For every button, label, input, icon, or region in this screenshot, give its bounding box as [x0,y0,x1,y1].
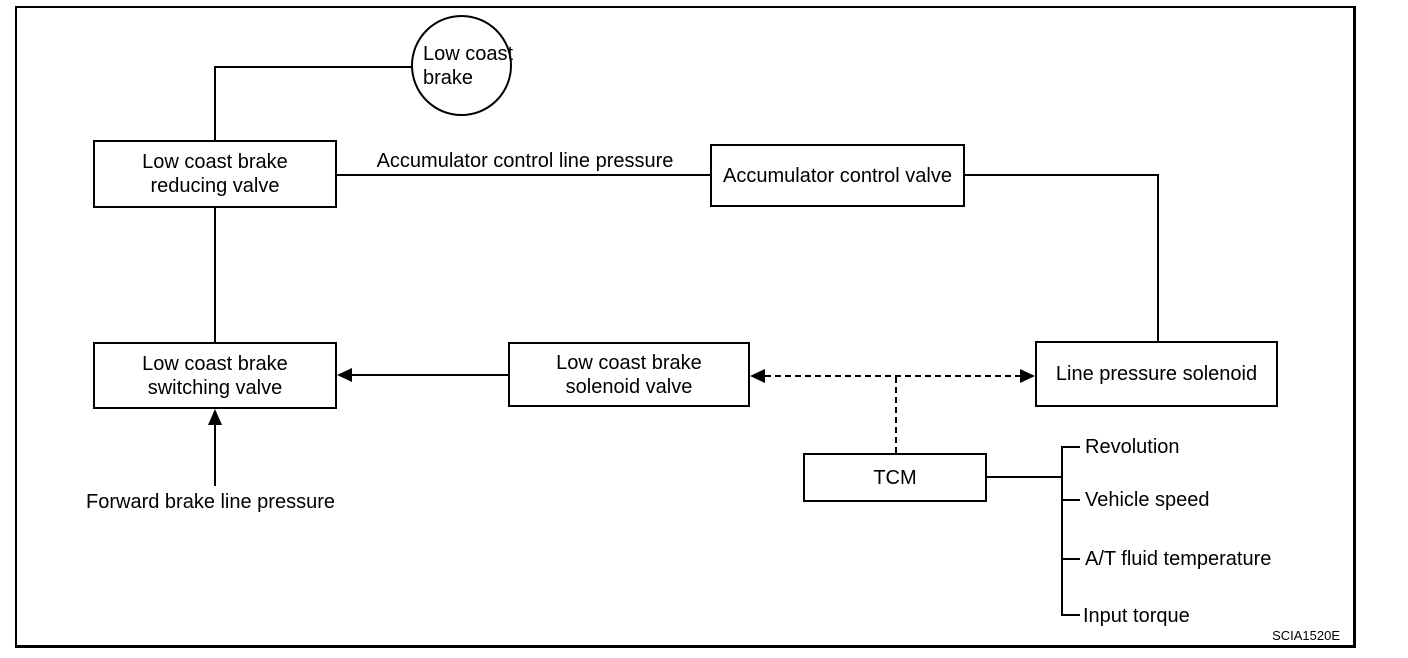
tcm-input-tick-vehicle-speed [1061,499,1080,501]
tcm-input-trunk [1061,446,1063,616]
arrowhead-left-into-switching-valve [337,368,352,382]
line-pressure-solenoid-label: Line pressure solenoid [1055,363,1258,385]
reducing-valve-box: Low coast brake reducing valve [93,140,337,208]
connector-accumulator-right [965,174,1159,176]
switching-valve-label-line2: switching valve [147,376,283,399]
line-pressure-solenoid-box: Line pressure solenoid [1035,341,1278,407]
tcm-input-tick-revolution [1061,446,1080,448]
tcm-input-tick-input-torque [1061,614,1080,616]
diagram-frame [15,6,1356,648]
connector-reducing-to-switching [214,208,216,342]
connector-reducing-to-accumulator [337,174,710,176]
solenoid-valve-box: Low coast brake solenoid valve [508,342,750,407]
low-coast-brake-node-line1: Low coast [423,42,514,65]
connector-solenoid-to-switching [350,374,508,376]
connector-circle-vertical [214,66,216,140]
accumulator-control-valve-box: Accumulator control valve [710,144,965,207]
figure-code: SCIA1520E [1272,628,1340,643]
reducing-valve-label-line1: Low coast brake [142,151,288,173]
low-coast-brake-node: Low coast brake [411,15,514,116]
tcm-input-label-fluid-temperature: A/T fluid temperature [1085,548,1272,570]
arrowhead-up-into-switching-valve [208,409,222,425]
connector-dashed-to-tcm [895,377,897,453]
low-coast-brake-node-line2: brake [423,66,474,89]
tcm-input-label-input-torque: Input torque [1083,605,1190,627]
connector-circle-horizontal [214,66,412,68]
switching-valve-box: Low coast brake switching valve [93,342,337,409]
connector-dashed-solenoid-to-line-pressure [765,375,1021,377]
tcm-label: TCM [873,466,917,489]
forward-brake-label: Forward brake line pressure [86,491,335,513]
solenoid-valve-label-line2: solenoid valve [565,375,693,398]
tcm-input-label-vehicle-speed: Vehicle speed [1085,489,1210,511]
solenoid-valve-label-line1: Low coast brake [556,351,702,374]
connector-forward-brake-shaft [214,423,216,486]
tcm-box: TCM [803,453,987,502]
reducing-valve-label-line2: reducing valve [150,175,280,197]
tcm-input-tick-fluid-temperature [1061,558,1080,560]
connector-accumulator-down [1157,174,1159,341]
switching-valve-label-line1: Low coast brake [142,352,288,375]
tcm-input-label-revolution: Revolution [1085,436,1180,458]
connector-tcm-to-trunk [987,476,1063,478]
arrowhead-right-into-line-pressure-solenoid [1020,369,1035,383]
accumulator-control-valve-label: Accumulator control valve [723,164,952,187]
accumulator-line-pressure-label: Accumulator control line pressure [376,150,674,172]
arrowhead-left-into-solenoid-valve [750,369,765,383]
